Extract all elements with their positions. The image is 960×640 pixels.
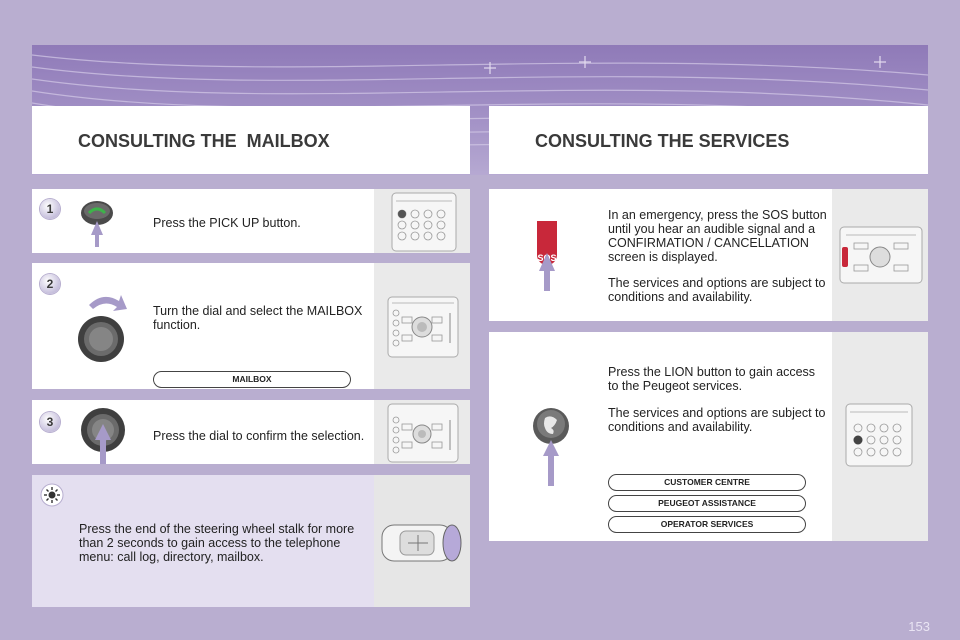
step-1-panel: Press the PICK UP button. xyxy=(32,189,470,253)
tip-text: Press the end of the steering wheel stal… xyxy=(79,522,355,564)
step-3-text: Press the dial to confirm the selection. xyxy=(153,429,365,443)
peugeot-assistance-option[interactable]: PEUGEOT ASSISTANCE xyxy=(608,495,806,512)
lion-illustration xyxy=(832,332,928,541)
tip-icon xyxy=(40,483,64,507)
sos-panel: SOS In an emergency, press the SOS butto… xyxy=(489,189,928,321)
pick-up-button-icon xyxy=(81,201,113,247)
step-2-illustration xyxy=(374,263,470,389)
mailbox-option[interactable]: MAILBOX xyxy=(153,371,351,388)
lion-text: Press the LION button to gain access to … xyxy=(608,365,816,393)
right-title-box: CONSULTING THE SERVICES xyxy=(489,106,928,174)
radio-panel-icon xyxy=(387,296,459,358)
left-title-box: CONSULTING THE MAILBOX xyxy=(32,106,470,174)
dial-press-icon xyxy=(81,408,125,464)
step-1-badge: 1 xyxy=(40,199,60,219)
rotary-dial-icon xyxy=(78,295,127,362)
step-3-badge: 3 xyxy=(40,412,60,432)
lion-availability-text: The services and options are subject to … xyxy=(608,406,826,434)
operator-services-option[interactable]: OPERATOR SERVICES xyxy=(608,516,806,533)
step-2-text: Turn the dial and select the MAILBOX fun… xyxy=(153,304,363,332)
keypad-lion-icon xyxy=(845,403,913,467)
steering-stalk-icon xyxy=(381,524,462,562)
sos-illustration xyxy=(832,189,928,321)
tip-panel: Press the end of the steering wheel stal… xyxy=(32,475,470,607)
lion-button-icon xyxy=(533,408,569,486)
sos-button-icon: SOS xyxy=(537,221,557,291)
step-1-illustration xyxy=(374,189,470,253)
mailbox-title: CONSULTING THE MAILBOX xyxy=(78,131,330,151)
customer-centre-option[interactable]: CUSTOMER CENTRE xyxy=(608,474,806,491)
sos-text: In an emergency, press the SOS button un… xyxy=(608,208,827,264)
page-number: 153 xyxy=(908,619,930,634)
sos-availability-text: The services and options are subject to … xyxy=(608,276,826,304)
step-1-text: Press the PICK UP button. xyxy=(153,216,301,230)
step-3-panel: Press the dial to confirm the selection. xyxy=(32,400,470,464)
step-2-badge: 2 xyxy=(40,274,60,294)
step-2-panel: Turn the dial and select the MAILBOX fun… xyxy=(32,263,470,389)
keypad-icon xyxy=(391,192,457,252)
radio-sos-icon xyxy=(839,226,923,284)
step-3-illustration xyxy=(374,400,470,464)
tip-illustration xyxy=(374,475,470,607)
services-title: CONSULTING THE SERVICES xyxy=(535,131,790,151)
lion-panel: Press the LION button to gain access to … xyxy=(489,332,928,541)
radio-panel-icon-2 xyxy=(387,403,459,463)
